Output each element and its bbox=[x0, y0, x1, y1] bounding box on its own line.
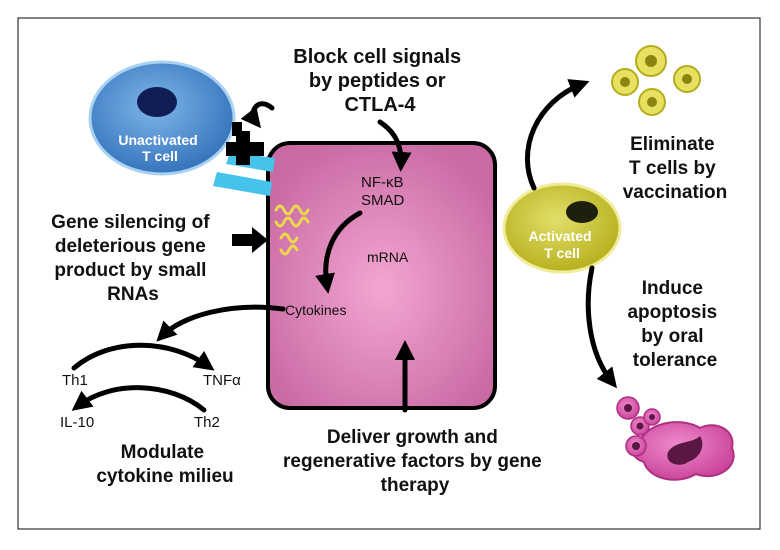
activated-label: Activated T cell bbox=[529, 228, 596, 261]
signal-arrow bbox=[377, 119, 412, 172]
vaccination-arrow bbox=[524, 79, 590, 191]
small-rna-icon bbox=[274, 204, 310, 256]
cytokines-label: Cytokines bbox=[285, 302, 346, 318]
gene-silencing-arrow bbox=[232, 227, 268, 253]
th2-label: Th2 bbox=[194, 414, 220, 431]
block-arrow bbox=[240, 101, 275, 129]
unactivated-t-cell: Unactivated T cell bbox=[88, 60, 236, 176]
receptor-bar-lower bbox=[213, 172, 272, 196]
block-signals-text: Block cell signals by peptides or CTLA-4 bbox=[293, 46, 466, 116]
nfkb-label: NF-κB bbox=[361, 174, 404, 191]
mrna-label: mRNA bbox=[367, 249, 409, 265]
tnf-label: TNFα bbox=[203, 372, 241, 389]
th2-il10-arrow bbox=[71, 385, 207, 413]
il10-label: IL-10 bbox=[60, 414, 94, 431]
deliver-text: Deliver growth and regenerative factors … bbox=[283, 427, 547, 496]
apoptotic-cell-icon bbox=[616, 396, 735, 481]
gene-silencing-text: Gene silencing of deleterious gene produ… bbox=[51, 212, 215, 305]
block-cross-icon bbox=[226, 122, 264, 165]
cytokine-release-arrow bbox=[156, 304, 286, 342]
nucleus-icon bbox=[566, 201, 598, 223]
modulate-text: Modulate cytokine milieu bbox=[96, 442, 233, 487]
apoptosis-arrow bbox=[585, 265, 617, 389]
nucleus-icon bbox=[137, 87, 177, 117]
activated-t-cell: Activated T cell bbox=[502, 182, 622, 274]
smad-label: SMAD bbox=[361, 192, 405, 209]
vaccine-particles-icon bbox=[611, 45, 701, 116]
eliminate-text: Eliminate T cells by vaccination bbox=[623, 134, 728, 203]
target-cell-box bbox=[266, 141, 497, 410]
transcription-arrow bbox=[315, 210, 363, 294]
apoptosis-text: Induce apoptosis by oral tolerance bbox=[627, 278, 722, 371]
figure-frame bbox=[17, 17, 761, 530]
unactivated-label: Unactivated T cell bbox=[118, 132, 201, 164]
th1-label: Th1 bbox=[62, 372, 88, 389]
th1-tnf-arrow bbox=[71, 342, 215, 371]
